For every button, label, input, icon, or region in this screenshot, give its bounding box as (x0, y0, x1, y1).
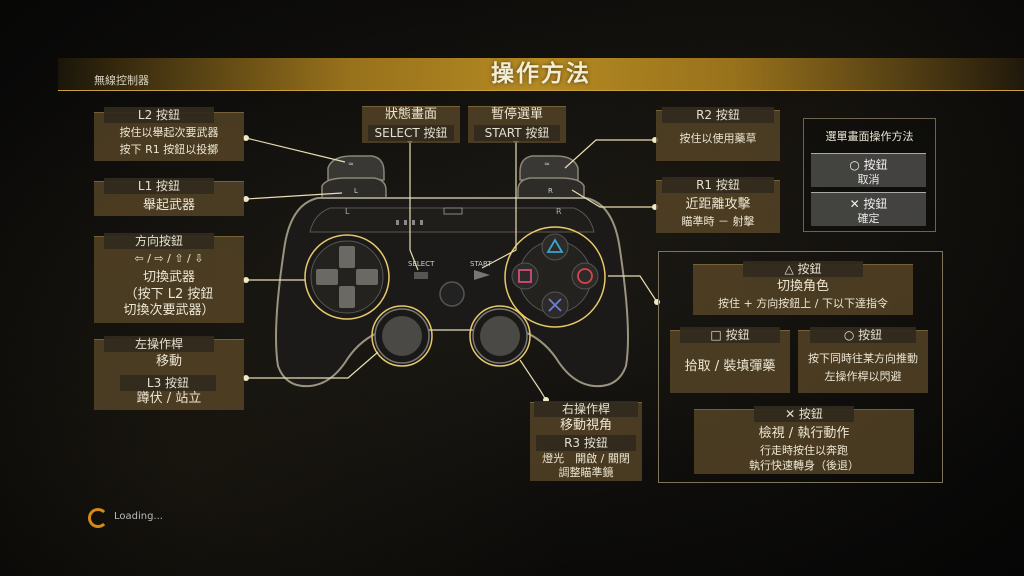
led-4 (420, 220, 423, 225)
l1-label: L1 按鈕 (104, 178, 214, 194)
select-text: SELECT (408, 260, 435, 268)
body-r-label: R (556, 207, 562, 216)
menu-controls-panel: 選單畫面操作方法 ○ 按鈕 取消 ✕ 按鈕 確定 (803, 118, 936, 232)
r3-label: R3 按鈕 (536, 435, 636, 451)
select-button-shape (414, 272, 428, 279)
r1-line2: 瞄準時 － 射擊 (656, 214, 780, 230)
lstick-label: 左操作桿 (104, 336, 214, 352)
led-1 (396, 220, 399, 225)
start-panel: 暫停選單 START 按鈕 (468, 106, 566, 143)
r1-panel: R1 按鈕 近距離攻擊 瞄準時 － 射擊 (656, 180, 780, 233)
triangle-button-shape (542, 234, 568, 260)
l1-panel: L1 按鈕 舉起武器 (94, 181, 244, 216)
triangle-panel: △ 按鈕 切換角色 按住 + 方向按鈕上 / 下以下達指令 (693, 264, 913, 315)
led-3 (412, 220, 415, 225)
rstick-label: 右操作桿 (534, 401, 638, 417)
menu-cross-item: ✕ 按鈕 確定 (811, 192, 926, 226)
cross-line1: 檢視 / 執行動作 (694, 426, 914, 442)
dpad-right (356, 269, 378, 285)
menu-cross-action: 確定 (811, 210, 926, 226)
rstick-panel: 右操作桿 移動視角 R3 按鈕 燈光 開啟 / 關閉 調整瞄準鏡 (530, 402, 642, 481)
circle-line1: 按下同時往某方向推動 (798, 351, 928, 367)
circle-button-shape (572, 263, 598, 289)
triangle-line1: 切換角色 (693, 279, 913, 295)
l1-mark: L (354, 187, 358, 195)
r2-mark: ≈ (544, 160, 550, 168)
square-button-shape (512, 263, 538, 289)
start-button-label: START 按鈕 (474, 125, 560, 141)
lstick-line1: 移動 (94, 354, 244, 370)
l2-label: L2 按鈕 (104, 107, 214, 123)
r1-line1: 近距離攻擊 (656, 197, 780, 213)
select-button-label: SELECT 按鈕 (368, 125, 454, 141)
cross-label: ✕ 按鈕 (754, 406, 854, 422)
led-2 (404, 220, 407, 225)
menu-circle-action: 取消 (811, 171, 926, 187)
rstick-line1: 移動視角 (530, 418, 642, 434)
circle-panel: ○ 按鈕 按下同時往某方向推動 左操作桿以閃避 (798, 330, 928, 393)
right-stick-cap (480, 316, 520, 356)
controller-top-panel (310, 208, 594, 232)
l2-line2: 按下 R1 按鈕以投擲 (94, 142, 244, 158)
left-stick-cap (382, 316, 422, 356)
start-label: 暫停選單 (468, 107, 566, 123)
dpad-line2: （按下 L2 按鈕 (94, 287, 244, 303)
dpad-up (339, 246, 355, 268)
cross-line3: 執行快速轉身（後退） (694, 458, 914, 474)
ps-button-shape (440, 282, 464, 306)
r2-panel: R2 按鈕 按住以使用藥草 (656, 110, 780, 161)
dpad-line1: 切換武器 (94, 270, 244, 286)
triangle-label: △ 按鈕 (743, 261, 863, 277)
select-panel: 狀態畫面 SELECT 按鈕 (362, 106, 460, 143)
dpad-label: 方向按鈕 (104, 233, 214, 249)
l2-line1: 按住以舉起次要武器 (94, 125, 244, 141)
dpad-down (339, 286, 355, 308)
menu-circle-item: ○ 按鈕 取消 (811, 153, 926, 187)
circle-label: ○ 按鈕 (810, 327, 916, 343)
lstick-panel: 左操作桿 移動 L3 按鈕 蹲伏 / 站立 (94, 339, 244, 410)
square-label: □ 按鈕 (680, 327, 780, 343)
triangle-line2: 按住 + 方向按鈕上 / 下以下達指令 (693, 296, 913, 312)
l3-label: L3 按鈕 (120, 375, 216, 391)
dpad-panel: 方向按鈕 ⇦ / ⇨ / ⇧ / ⇩ 切換武器 （按下 L2 按鈕 切換次要武器… (94, 236, 244, 323)
l3-line: 蹲伏 / 站立 (94, 391, 244, 407)
circle-line2: 左操作桿以閃避 (798, 369, 928, 385)
cross-panel: ✕ 按鈕 檢視 / 執行動作 行走時按住以奔跑 執行快速轉身（後退） (694, 409, 914, 474)
r3-line2: 調整瞄準鏡 (530, 465, 642, 481)
l2-mark: ≈ (348, 160, 354, 168)
loading-spinner-icon (88, 508, 108, 528)
r2-leader (565, 140, 655, 168)
r2-line1: 按住以使用藥草 (656, 131, 780, 147)
l2-panel: L2 按鈕 按住以舉起次要武器 按下 R1 按鈕以投擲 (94, 112, 244, 161)
body-l-label: L (345, 207, 350, 216)
r1-label: R1 按鈕 (662, 177, 774, 193)
dpad-arrows: ⇦ / ⇨ / ⇧ / ⇩ (94, 251, 244, 267)
square-panel: □ 按鈕 拾取 / 裝填彈藥 (670, 330, 790, 393)
r2-label: R2 按鈕 (662, 107, 774, 123)
dpad-left (316, 269, 338, 285)
l2-leader (246, 138, 345, 162)
cross-line2: 行走時按住以奔跑 (694, 443, 914, 459)
l1-line1: 舉起武器 (94, 198, 244, 214)
select-label: 狀態畫面 (362, 107, 460, 123)
loading-text: Loading... (114, 511, 163, 522)
rstick-leader (520, 360, 546, 400)
dpad-line3: 切換次要武器） (94, 303, 244, 319)
menu-controls-title: 選單畫面操作方法 (804, 128, 935, 144)
square-line1: 拾取 / 裝填彈藥 (670, 359, 790, 375)
r1-mark: R (548, 187, 553, 195)
